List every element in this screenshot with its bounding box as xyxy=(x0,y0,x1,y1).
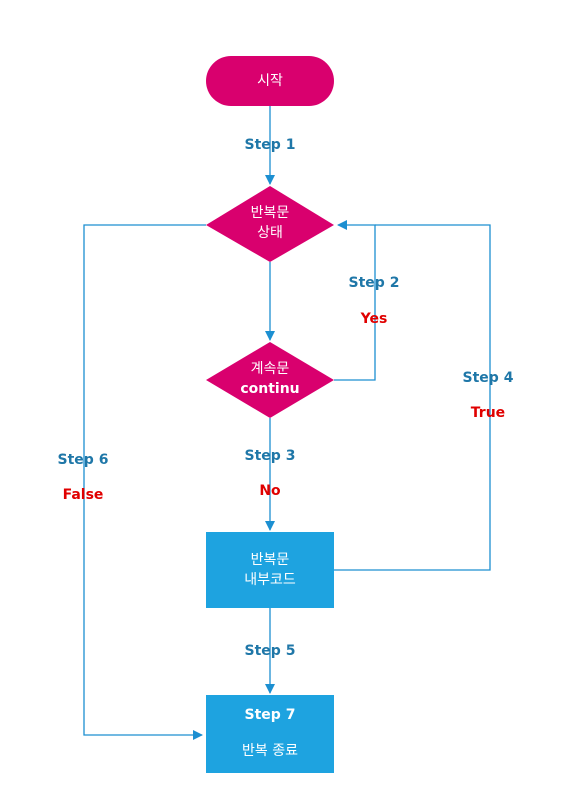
step3-label: Step 3 xyxy=(244,448,296,464)
loop-end-line1: Step 7 xyxy=(244,707,296,723)
start-label: 시작 xyxy=(206,71,334,91)
step6-condition: False xyxy=(62,487,104,503)
loop-condition-line2: 상태 xyxy=(257,225,283,241)
loop-condition-decision xyxy=(206,186,334,262)
loop-condition-line1: 반복문 xyxy=(250,205,290,221)
loop-end-process xyxy=(206,695,334,773)
step1-label: Step 1 xyxy=(244,137,296,153)
edge-body-true-loopback xyxy=(334,224,491,571)
continue-label: 계속문 continu xyxy=(206,359,334,399)
loop-end-label: Step 7 반복 종료 xyxy=(206,705,334,761)
continue-decision xyxy=(206,342,334,418)
loop-body-process xyxy=(206,532,334,608)
loop-body-label: 반복문 내부코드 xyxy=(206,550,334,590)
step2-condition: Yes xyxy=(360,311,388,327)
step6-label: Step 6 xyxy=(57,452,109,468)
continue-line2: continu xyxy=(240,381,300,397)
edge-condition-false-to-end xyxy=(83,224,206,740)
step5-label: Step 5 xyxy=(244,643,296,659)
loop-body-line1: 반복문 xyxy=(250,552,290,568)
edge-continue-yes-loopback xyxy=(334,220,376,381)
step2-label: Step 2 xyxy=(348,275,400,291)
loop-end-line2: 반복 종료 xyxy=(242,743,298,759)
start-text: 시작 xyxy=(257,73,283,89)
loop-body-line2: 내부코드 xyxy=(244,572,296,588)
loop-condition-label: 반복문 상태 xyxy=(206,203,334,243)
continue-line1: 계속문 xyxy=(250,361,290,377)
step4-condition: True xyxy=(470,405,506,421)
step4-label: Step 4 xyxy=(462,370,514,386)
start-terminal xyxy=(206,56,334,106)
step3-condition: No xyxy=(259,483,281,499)
